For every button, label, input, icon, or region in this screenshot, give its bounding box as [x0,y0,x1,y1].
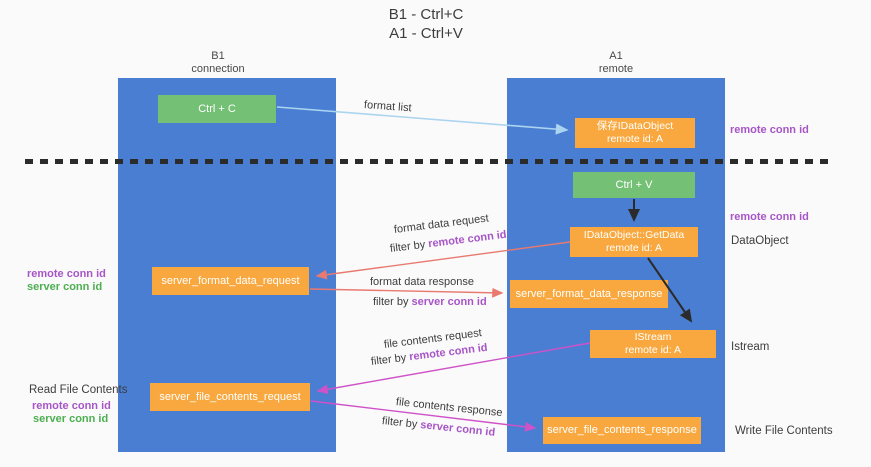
lifeline-b1-name: B1 [211,50,225,62]
node-server-format-data-response: server_format_data_response [510,280,668,308]
node-server-file-contents-response-label: server_file_contents_response [547,424,697,436]
annotation-remote-conn-id-left-top: remote conn id [27,268,106,280]
session-divider-dashed-line [25,159,831,164]
annotation-remote-conn-id-mid-right: remote conn id [730,211,809,223]
node-server-file-contents-request: server_file_contents_request [150,383,310,411]
node-istream-line1: IStream [634,331,672,343]
filter-key-server-conn-id: server conn id [419,419,496,439]
node-server-format-data-response-label: server_format_data_response [515,287,663,300]
annotation-server-conn-id-left-top: server conn id [27,281,103,293]
lifeline-a1-name: A1 [609,50,623,62]
arrow-format-data-response [309,287,504,298]
annotation-write-file-contents: Write File Contents [735,425,833,437]
annotation-remote-conn-id-top-right: remote conn id [730,124,809,136]
node-server-file-contents-response: server_file_contents_response [543,417,701,444]
label-file-contents-response-filter: filter by server conn id [381,415,495,439]
annotation-server-conn-id-left-bottom: server conn id [33,413,109,425]
node-ctrl-c: Ctrl + C [158,95,276,123]
node-idataobject-getdata-line1: IDataObject::GetData [583,229,685,241]
filter-by-text: filter by [381,415,421,431]
label-format-data-response-filter: filter by server conn id [373,296,487,308]
node-istream-line2: remote id: A [624,344,682,356]
annotation-dataobject: DataObject [731,235,789,247]
node-save-idataobject-line2: remote id: A [606,133,664,145]
node-server-format-data-request: server_format_data_request [152,267,309,295]
filter-key-server-conn-id: server conn id [411,296,487,308]
node-ctrl-c-label: Ctrl + C [198,102,236,115]
node-server-file-contents-request-label: server_file_contents_request [159,390,301,403]
node-idataobject-getdata-line2: remote id: A [605,242,663,254]
node-save-idataobject-line1: 保存IDataObject [596,120,674,132]
label-format-data-response: format data response [370,276,474,288]
diagram-title: B1 - Ctrl+C A1 - Ctrl+V [0,5,852,43]
filter-by-text: filter by [389,238,429,255]
node-ctrl-v: Ctrl + V [573,172,695,198]
node-server-format-data-request-label: server_format_data_request [161,274,300,287]
lifeline-a1-header: A1 remote [507,50,725,76]
label-file-contents-response: file contents response [395,396,504,420]
label-format-list: format list [363,99,412,115]
annotation-istream: Istream [731,341,770,353]
node-istream: IStream remote id: A [590,330,716,358]
annotation-read-file-contents: Read File Contents [29,384,128,396]
diagram-title-line1: B1 - Ctrl+C [388,6,464,23]
node-ctrl-v-label: Ctrl + V [615,178,653,191]
node-idataobject-getdata: IDataObject::GetData remote id: A [570,227,698,257]
node-save-idataobject: 保存IDataObject remote id: A [575,118,695,148]
filter-key-remote-conn-id: remote conn id [427,228,508,251]
filter-by-text: filter by [370,351,410,368]
lifeline-b1-header: B1 connection [109,50,327,76]
lifeline-a1-role: remote [598,63,634,75]
diagram-title-line2: A1 - Ctrl+V [389,25,463,42]
filter-by-text: filter by [373,296,412,308]
annotation-remote-conn-id-left-bottom: remote conn id [32,400,111,412]
lifeline-b1-role: connection [191,63,245,75]
